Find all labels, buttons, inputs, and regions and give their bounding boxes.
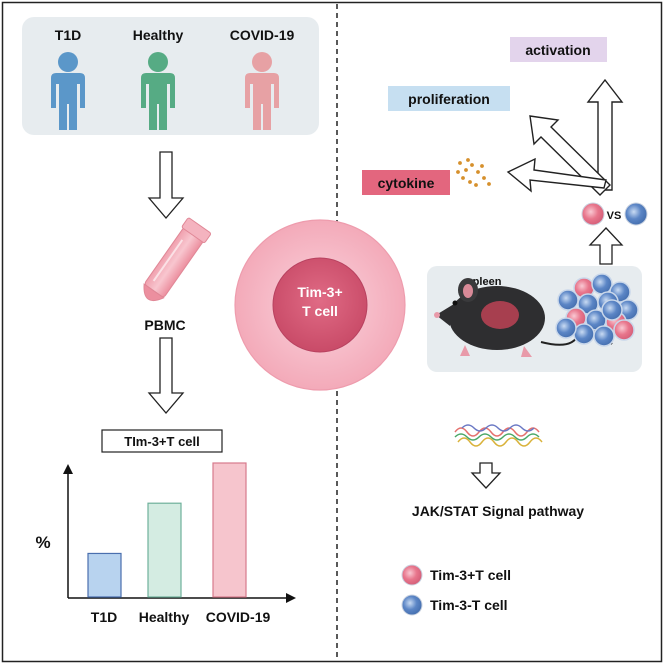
cytokine-dot — [464, 168, 468, 172]
tim3-negative-cell-icon — [624, 202, 648, 226]
cytokine-arrow-icon — [506, 157, 607, 193]
cytokine-dot — [482, 176, 486, 180]
cytokine-dot — [474, 183, 478, 187]
y-axis-arrow-icon — [63, 464, 73, 474]
tim3-cell-nucleus — [272, 257, 368, 353]
cytokine-box — [362, 170, 450, 195]
tim3-negative-cell-icon — [601, 299, 623, 321]
cell-label-line1: Tim-3+ — [297, 284, 342, 300]
down-arrow-icon — [470, 462, 502, 489]
legend-tim3-negative-icon — [401, 594, 423, 616]
pathway-label: JAK/STAT Signal pathway — [412, 503, 584, 519]
x-axis-arrow-icon — [286, 593, 296, 603]
legend-tim3-negative-label: Tim-3-T cell — [430, 597, 508, 613]
tim3-positive-cell-icon — [581, 202, 605, 226]
cytokine-dot — [456, 170, 460, 174]
cytokine-dot — [470, 163, 474, 167]
up-arrow-icon — [588, 227, 624, 265]
chart-bars — [87, 462, 247, 598]
cohort-figures — [51, 52, 279, 130]
bar-covid-19 — [212, 462, 247, 598]
cytokine-dot — [468, 180, 472, 184]
y-axis-label: % — [35, 533, 50, 552]
group-label-healthy: Healthy — [133, 27, 184, 43]
person-figure-icon — [51, 52, 85, 130]
legend-tim3-positive-label: Tim-3+T cell — [430, 567, 511, 583]
proliferation-label: proliferation — [408, 91, 490, 107]
tim3-positive-cell-icon — [613, 319, 635, 341]
chart-title-box — [101, 429, 223, 453]
down-arrow-icon — [147, 151, 185, 220]
x-tick-t1d: T1D — [91, 609, 117, 625]
tim3-negative-cell-icon — [591, 273, 613, 295]
cytokine-dot — [476, 170, 480, 174]
cell-cluster — [555, 273, 639, 347]
person-figure-icon — [245, 52, 279, 130]
x-tick-healthy: Healthy — [139, 609, 190, 625]
cytokine-dot — [461, 176, 465, 180]
tim3-negative-cell-icon — [557, 289, 579, 311]
test-tube-icon — [143, 217, 212, 302]
group-label-covid: COVID-19 — [230, 27, 295, 43]
cytokine-dot — [487, 182, 491, 186]
proliferation-arrow-icon — [529, 115, 611, 196]
cytokine-dot — [458, 161, 462, 165]
activation-box — [510, 37, 607, 62]
tim3-negative-cell-icon — [573, 323, 595, 345]
activation-label: activation — [525, 42, 590, 58]
person-figure-icon — [141, 52, 175, 130]
proliferation-box — [388, 86, 510, 111]
bar-healthy — [147, 502, 182, 598]
cytokine-label: cytokine — [378, 175, 435, 191]
tim3-negative-cell-icon — [555, 317, 577, 339]
down-arrow-icon — [147, 337, 185, 415]
cytokine-dots — [456, 158, 491, 187]
mouse-icon — [434, 278, 613, 357]
legend-tim3-positive-icon — [401, 564, 423, 586]
signal-squiggle-icon — [454, 424, 543, 447]
vs-label: VS — [607, 210, 622, 222]
cytokine-dot — [480, 164, 484, 168]
group-label-t1d: T1D — [55, 27, 81, 43]
activation-arrow-icon — [586, 78, 624, 191]
x-tick-covid: COVID-19 — [206, 609, 271, 625]
chart-title: TIm-3+T cell — [124, 434, 200, 449]
cytokine-dot — [466, 158, 470, 162]
branching-arrows — [506, 78, 624, 196]
cell-label-line2: T cell — [302, 303, 338, 319]
bar-t1d — [87, 552, 122, 598]
tim3-negative-cell-icon — [593, 325, 615, 347]
pbmc-label: PBMC — [144, 317, 185, 333]
